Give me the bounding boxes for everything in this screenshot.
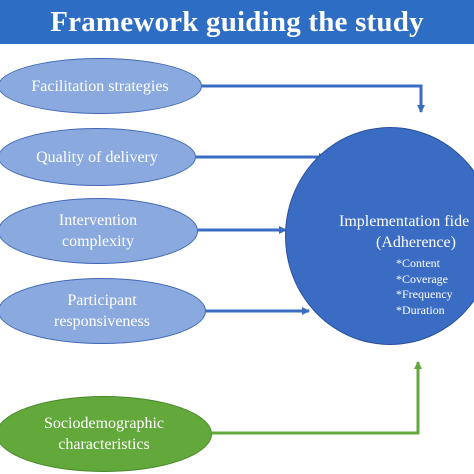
- dimension-frequency: *Frequency: [396, 287, 453, 301]
- factor-label: Intervention complexity: [58, 212, 138, 250]
- arrow-facilitation: [202, 84, 425, 113]
- dimension-duration: *Duration: [396, 302, 445, 317]
- factor-sociodemographic-characteristics: Sociodemographic characteristics: [0, 396, 212, 472]
- factor-label: Participant responsiveness: [54, 292, 150, 330]
- outcome-title: Implementation fide: [339, 213, 470, 230]
- factor-label: Sociodemographic characteristics: [44, 415, 164, 453]
- factor-label: Facilitation strategies: [31, 77, 169, 95]
- outcome-dimensions: *Content *Coverage *Frequency *Duration: [396, 256, 453, 318]
- factor-intervention-complexity: Intervention complexity: [0, 198, 198, 264]
- dimension-content: *Content: [396, 256, 440, 270]
- title-bar: Framework guiding the study: [0, 0, 474, 44]
- arrow-sociodemographic: [212, 361, 422, 435]
- factor-participant-responsiveness: Participant responsiveness: [0, 278, 206, 344]
- outcome-implementation-fidelity: Implementation fide (Adherence) *Content…: [285, 127, 474, 345]
- factor-facilitation-strategies: Facilitation strategies: [0, 58, 202, 114]
- outcome-subtitle: (Adherence): [376, 234, 456, 251]
- diagram-title: Framework guiding the study: [50, 5, 424, 38]
- dimension-coverage: *Coverage: [396, 271, 448, 286]
- factor-quality-of-delivery: Quality of delivery: [0, 128, 196, 186]
- factor-label: Quality of delivery: [36, 148, 158, 166]
